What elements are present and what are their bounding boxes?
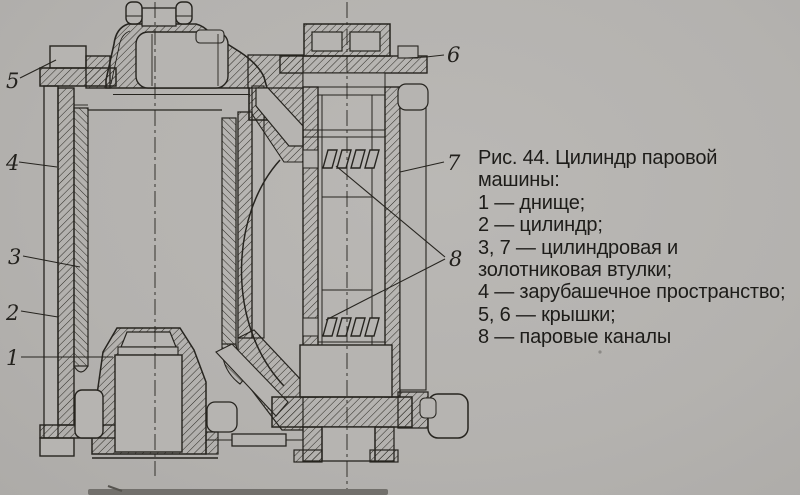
stub-foot-right: [369, 449, 399, 463]
dome-top-port: [141, 7, 177, 27]
gland-bolt-left: [125, 1, 143, 25]
dome-right-step: [195, 29, 225, 44]
scan-mark: [107, 485, 123, 492]
steam-channels-lower: [302, 317, 380, 337]
callout-2: 2: [5, 301, 19, 325]
callout-4: 4: [5, 151, 19, 175]
stub-foot-left: [293, 449, 323, 463]
flange-right-step: [397, 45, 419, 59]
legend-item-8: 8 — паровые каналы: [478, 326, 672, 349]
bottom-left-port: [74, 389, 104, 439]
leader-8b: [325, 258, 446, 321]
leader-4: [18, 161, 58, 168]
cap-port-right: [349, 31, 381, 52]
wall-port-lower: [302, 317, 319, 337]
steam-slot: [364, 317, 380, 337]
dome-wall-inner-line: [110, 30, 131, 85]
steam-slot: [322, 149, 338, 169]
dome-cavity: [135, 31, 229, 89]
dome-group: [105, 1, 268, 121]
leader-2: [20, 310, 59, 318]
wall-port-upper: [302, 149, 319, 169]
caption-title: Рис. 44. Цилиндр паровой машины:: [478, 147, 718, 192]
lower-pocket: [206, 401, 238, 433]
callout-6: 6: [447, 43, 460, 67]
gland-bolt-right: [175, 1, 193, 25]
leader-8a: [335, 165, 446, 258]
scan-artifacts: [88, 350, 602, 495]
chest-bottom-boss: [299, 344, 393, 398]
head-step-2: [117, 346, 179, 356]
callout-8: 8: [449, 247, 462, 271]
left-cylinder-group: [39, 45, 285, 457]
leader-3: [22, 255, 81, 268]
leader-lines: [18, 54, 446, 358]
callout-7: 7: [447, 151, 461, 175]
cover-seat-row: [302, 72, 386, 88]
steam-slot: [350, 317, 366, 337]
legend-item-2: 2 — цилиндр;: [478, 214, 603, 237]
top-cover-step: [49, 45, 87, 69]
jacket-foot: [39, 437, 75, 457]
chest-bottom-band: [271, 396, 413, 428]
legend-item-3-7: 3, 7 — цилиндровая и золотниковая втулки…: [478, 236, 678, 282]
leader-5: [19, 59, 57, 79]
chest-stub-bore: [321, 426, 376, 462]
head-flare-right: [205, 431, 219, 455]
jacket-top-corner: [397, 83, 429, 111]
steam-slot: [336, 149, 352, 169]
head-bore: [114, 354, 183, 453]
bottom-head-group: [74, 327, 219, 459]
legend-item-1: 1 — днище;: [478, 191, 586, 214]
head-step-1: [120, 331, 177, 348]
legend-item-4: 4 — зарубашечное пространство;: [478, 281, 786, 304]
callout-3: 3: [8, 245, 21, 269]
steam-channels-upper: [302, 149, 380, 169]
callout-numbers: 1 2 3 4 5 6 7 8: [5, 43, 462, 370]
centerlines: [154, 2, 348, 492]
cylinder-wall-left: [57, 87, 75, 426]
steam-slot: [322, 317, 338, 337]
scan-speck: [598, 350, 602, 354]
cap-port-left: [311, 31, 343, 52]
figure-caption: Рис. 44. Цилиндр паровой машины: 1 — дни…: [478, 147, 800, 349]
drawing-body: [18, 1, 602, 495]
cylinder-liner-left: [73, 107, 89, 367]
steam-slot: [364, 149, 380, 169]
liner-bottom-curve: [73, 365, 89, 373]
leader-7: [399, 161, 445, 173]
valve-chest-group: [271, 23, 469, 463]
right-foot-notch: [419, 397, 437, 419]
legend-item-5-6: 5, 6 — крышки;: [478, 303, 616, 326]
steam-slot: [350, 149, 366, 169]
callout-1: 1: [6, 346, 19, 370]
callout-5: 5: [6, 69, 19, 93]
scan-edge-shadow: [88, 489, 388, 495]
cylinder-liner-right: [221, 117, 237, 345]
bottom-connecting-bar: [231, 433, 287, 447]
steam-slot: [336, 317, 352, 337]
leader-6: [406, 54, 445, 59]
